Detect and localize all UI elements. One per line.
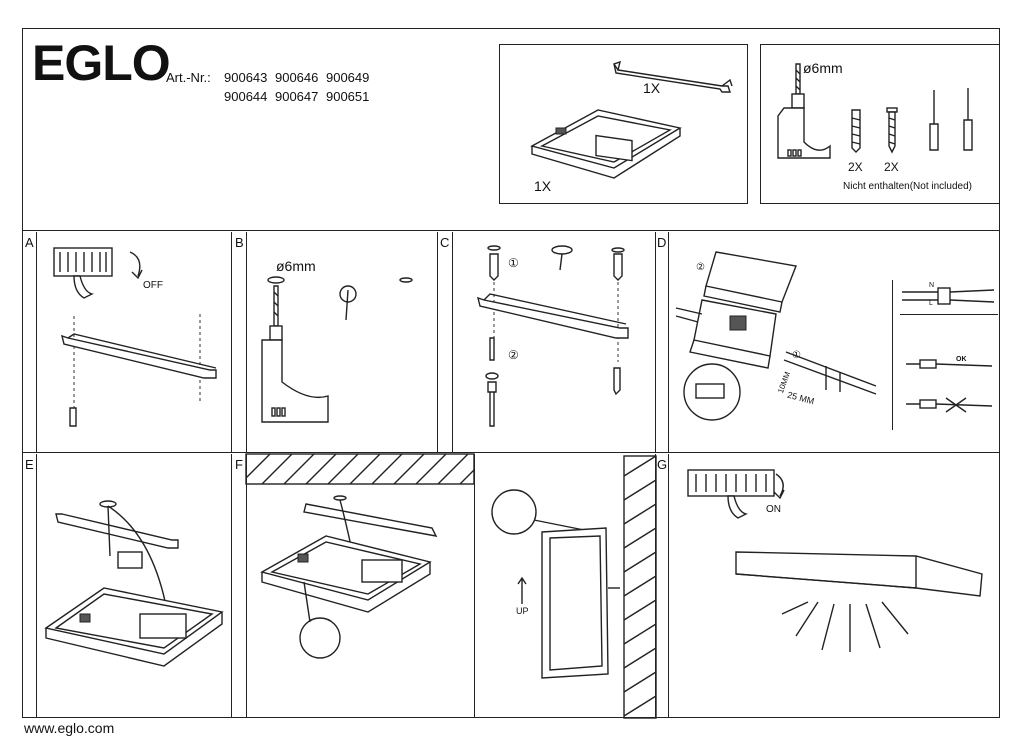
step-e-panel <box>36 454 232 718</box>
fuse-box-on-illustration <box>687 469 785 519</box>
wiring-detail-hline <box>900 314 998 315</box>
parts-box-tools <box>760 44 1000 204</box>
screw-illustration <box>886 107 898 154</box>
mount-fixture-illustration <box>260 495 438 659</box>
brand-logo: EGLO <box>32 35 171 91</box>
article-numbers-row2: 900644 900647 900651 <box>224 89 370 104</box>
power-on-label: ON <box>766 504 781 515</box>
step-e-letter: E <box>25 457 34 472</box>
fuse-box-illustration <box>53 247 113 299</box>
step-b-drill-size: ø6mm <box>276 258 316 274</box>
drill-size-label: ø6mm <box>803 60 843 76</box>
wire-neutral-label: N <box>929 282 935 289</box>
step-f-inner-divider <box>474 454 475 718</box>
row-divider <box>22 452 1000 453</box>
ceiling-hatch <box>245 453 475 485</box>
wiring-detail-divider <box>892 280 893 430</box>
step-c-mark-1: ① <box>508 256 519 270</box>
step-b-panel <box>246 232 438 452</box>
header-divider <box>22 230 1000 231</box>
power-off-arrow-icon <box>129 251 143 280</box>
connector-correct-icon <box>906 359 993 369</box>
dowel-insert-illustration <box>477 245 629 427</box>
step-g-letter: G <box>657 457 668 472</box>
fixture-part-illustration <box>530 109 682 179</box>
bracket-part-illustration <box>613 60 733 93</box>
step-g-panel <box>668 454 1000 718</box>
parts-box-fixture <box>499 44 748 204</box>
screw-quantity: 2X <box>884 160 899 174</box>
footer-url[interactable]: www.eglo.com <box>24 720 115 736</box>
step-d-letter: D <box>657 235 667 250</box>
terminal-block-wiring-illustration <box>675 251 877 421</box>
article-label: Art.-Nr.: <box>166 70 211 85</box>
step-c-letter: C <box>440 235 450 250</box>
bracket-quantity: 1X <box>643 80 661 96</box>
orientation-up-label: UP <box>516 606 529 616</box>
wire-live-label: L <box>929 300 933 307</box>
step-d-panel <box>668 232 1000 452</box>
fixture-quantity: 1X <box>534 178 552 194</box>
fixture-lit-illustration <box>735 551 983 652</box>
step-a-letter: A <box>25 235 34 250</box>
screwdriver-phillips-icon <box>963 88 973 151</box>
step-b-letter: B <box>235 235 244 250</box>
bracket-marking-illustration <box>61 314 217 427</box>
wall-hatch <box>623 455 657 719</box>
drilling-illustration <box>261 276 413 423</box>
connection-ok-label: OK <box>956 356 967 363</box>
dowel-quantity: 2X <box>848 160 863 174</box>
step-d-mark-2: ② <box>696 262 705 273</box>
power-off-label: OFF <box>143 280 163 291</box>
outer-frame <box>22 28 1000 718</box>
connector-wiring-diagram <box>902 287 995 305</box>
drill-illustration <box>777 63 831 159</box>
step-a-panel <box>36 232 232 452</box>
wall-mount-illustration <box>491 489 620 679</box>
connect-fixture-illustration <box>44 500 224 667</box>
not-included-note: Nicht enthalten(Not included) <box>843 181 972 192</box>
step-c-panel <box>452 232 656 452</box>
wall-dowel-illustration <box>851 109 861 153</box>
screwdriver-flat-icon <box>929 90 939 151</box>
step-f-letter: F <box>235 457 243 472</box>
connector-wrong-icon <box>906 397 993 413</box>
step-c-mark-2: ② <box>508 348 519 362</box>
article-numbers-row1: 900643 900646 900649 <box>224 70 370 85</box>
step-d-mark-1: ① <box>792 350 801 361</box>
